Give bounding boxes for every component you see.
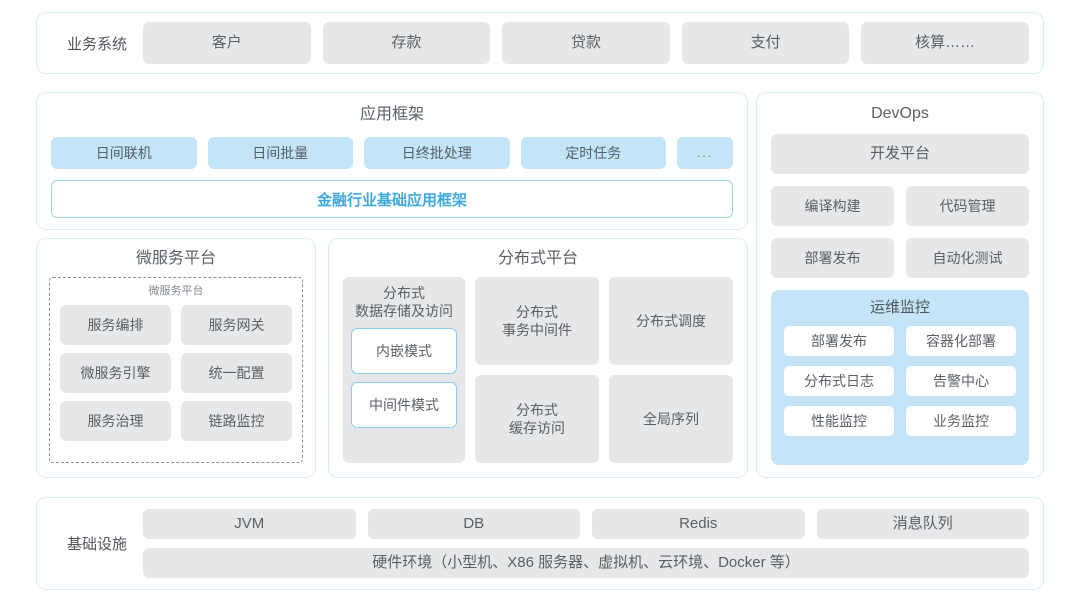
business-tile-accounting[interactable]: 核算…… [861,22,1029,64]
dp-data-storage-label-line2: 数据存储及访问 [355,302,453,319]
distributed-platform-title: 分布式平台 [497,250,578,267]
devops-tile-dev-platform[interactable]: 开发平台 [771,134,1029,174]
distributed-platform-body: 分布式 数据存储及访问 内嵌模式 中间件模式 分布式 事务中间件 分布式调度 分… [343,277,733,463]
infrastructure-panel: 基础设施 JVM DB Redis 消息队列 硬件环境（小型机、X86 服务器、… [36,497,1044,590]
infra-tile-redis[interactable]: Redis [592,509,805,539]
business-system-label: 业务系统 [66,35,127,53]
ops-tile-business-monitor[interactable]: 业务监控 [905,405,1017,437]
dp-tile-transaction-middleware[interactable]: 分布式 事务中间件 [475,277,599,365]
ops-tile-deploy-release[interactable]: 部署发布 [783,325,895,357]
ms-tile-service-governance[interactable]: 服务治理 [60,401,171,441]
app-framework-panel: 应用框架 日间联机 日间批量 日终批处理 定时任务 ... 金融行业基础应用框架 [36,92,748,230]
devops-tile-grid: 编译构建 代码管理 部署发布 自动化测试 [771,186,1029,278]
microservice-platform-title: 微服务平台 [135,250,216,267]
dp-tile-global-sequence[interactable]: 全局序列 [609,375,733,463]
dp-tile-cache-access-text: 分布式 缓存访问 [509,401,565,436]
dp-data-storage-label-line1: 分布式 [383,285,425,301]
ms-tile-microservice-engine[interactable]: 微服务引擎 [60,353,171,393]
infrastructure-label: 基础设施 [66,536,127,553]
infrastructure-bottom-row: 硬件环境（小型机、X86 服务器、虚拟机、云环境、Docker 等） [143,548,1029,578]
ops-tile-container-deploy[interactable]: 容器化部署 [905,325,1017,357]
devops-tile-compile-build[interactable]: 编译构建 [771,186,894,226]
distributed-platform-panel: 分布式平台 分布式 数据存储及访问 内嵌模式 中间件模式 分布式 事务中间件 分… [328,238,748,478]
app-tile-daytime-online[interactable]: 日间联机 [51,137,197,169]
infra-tile-db[interactable]: DB [367,509,580,539]
devops-title: DevOps [871,105,929,122]
business-tile-customer[interactable]: 客户 [143,22,311,64]
app-tile-scheduled-task[interactable]: 定时任务 [520,137,666,169]
base-framework-bar[interactable]: 金融行业基础应用框架 [51,180,733,218]
ms-tile-service-gateway[interactable]: 服务网关 [181,305,292,345]
ms-tile-unified-config[interactable]: 统一配置 [181,353,292,393]
microservice-inner-title: 微服务平台 [148,285,204,297]
app-tile-eod-batch[interactable]: 日终批处理 [364,137,510,169]
dp-tile-cache-access[interactable]: 分布式 缓存访问 [475,375,599,463]
ops-monitor-title: 运维监控 [869,299,930,316]
microservice-tile-grid: 服务编排 服务网关 微服务引擎 统一配置 服务治理 链路监控 [60,305,292,441]
business-system-tiles: 客户 存款 贷款 支付 核算…… [143,22,1029,64]
ms-tile-trace-monitoring[interactable]: 链路监控 [181,401,292,441]
dp-mode-embedded[interactable]: 内嵌模式 [351,328,457,374]
infrastructure-stack: JVM DB Redis 消息队列 硬件环境（小型机、X86 服务器、虚拟机、云… [143,509,1029,578]
business-tile-loan[interactable]: 贷款 [502,22,670,64]
app-framework-tiles: 日间联机 日间批量 日终批处理 定时任务 ... [51,137,733,169]
infra-tile-hardware-env[interactable]: 硬件环境（小型机、X86 服务器、虚拟机、云环境、Docker 等） [143,548,1029,578]
ops-monitor-group: 运维监控 部署发布 容器化部署 分布式日志 告警中心 性能监控 业务监控 [771,290,1029,465]
ops-tile-performance-monitor[interactable]: 性能监控 [783,405,895,437]
microservice-inner-box: 微服务平台 服务编排 服务网关 微服务引擎 统一配置 服务治理 链路监控 [49,277,303,463]
infrastructure-top-row: JVM DB Redis 消息队列 [143,509,1029,539]
business-tile-deposit[interactable]: 存款 [322,22,491,64]
ops-tile-distributed-log[interactable]: 分布式日志 [783,365,895,397]
dp-data-storage-group[interactable]: 分布式 数据存储及访问 内嵌模式 中间件模式 [343,277,465,463]
app-framework-title: 应用框架 [359,106,424,123]
business-tile-payment[interactable]: 支付 [681,22,850,64]
ellipsis-icon: ... [696,144,714,160]
app-tile-daytime-batch[interactable]: 日间批量 [207,137,353,169]
dp-data-storage-label: 分布式 数据存储及访问 [351,285,457,320]
devops-tile-code-management[interactable]: 代码管理 [906,186,1029,226]
app-tile-more[interactable]: ... [677,137,733,169]
infra-tile-jvm[interactable]: JVM [143,509,356,539]
devops-tile-automated-test[interactable]: 自动化测试 [906,238,1029,278]
ops-tile-alert-center[interactable]: 告警中心 [905,365,1017,397]
microservice-platform-panel: 微服务平台 微服务平台 服务编排 服务网关 微服务引擎 统一配置 服务治理 链路… [36,238,316,478]
dp-mode-middleware[interactable]: 中间件模式 [351,382,457,428]
infra-tile-message-queue[interactable]: 消息队列 [816,509,1029,539]
devops-panel: DevOps 开发平台 编译构建 代码管理 部署发布 自动化测试 运维监控 部署… [756,92,1044,478]
dp-tile-grid: 分布式 事务中间件 分布式调度 分布式 缓存访问 全局序列 [475,277,733,463]
ms-tile-service-orchestration[interactable]: 服务编排 [60,305,171,345]
dp-tile-transaction-middleware-text: 分布式 事务中间件 [502,303,572,338]
ops-monitor-grid: 部署发布 容器化部署 分布式日志 告警中心 性能监控 业务监控 [783,325,1017,437]
devops-tile-deploy-release[interactable]: 部署发布 [771,238,894,278]
business-system-panel: 业务系统 客户 存款 贷款 支付 核算…… [36,12,1044,74]
dp-tile-scheduling[interactable]: 分布式调度 [609,277,733,365]
